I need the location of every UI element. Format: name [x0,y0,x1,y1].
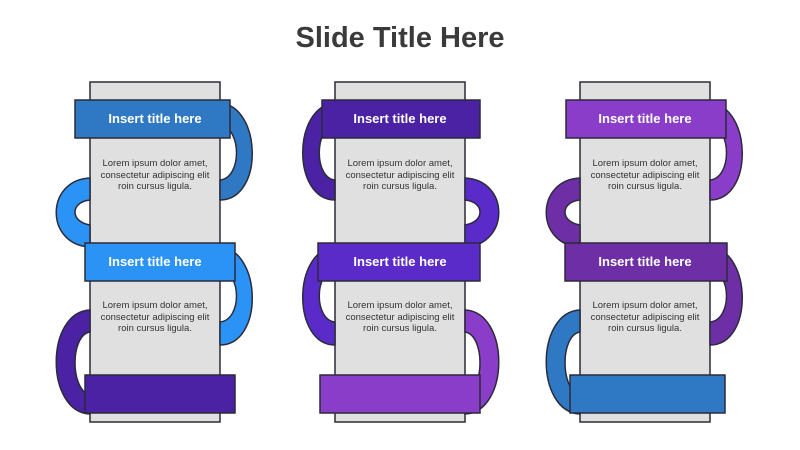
column-2-band-1 [321,99,481,139]
column-3-band-bottom [569,374,726,414]
column-2-step-1-title: Insert title here [353,111,447,126]
column-2-step-2-text: Lorem ipsum dolor amet, consectetur adip… [345,300,455,334]
column-1-band-2 [84,242,236,282]
column-1-band-1 [74,99,231,139]
column-3-step-1-title: Insert title here [598,111,692,126]
column-1-step-1-title: Insert title here [108,111,202,126]
column-3-graphic [545,81,743,423]
column-2-step-1-text: Lorem ipsum dolor amet, consectetur adip… [345,158,455,192]
column-3-step-2-text: Lorem ipsum dolor amet, consectetur adip… [590,300,700,334]
column-1-step-1-text: Lorem ipsum dolor amet, consectetur adip… [100,158,210,192]
column-3-band-2 [564,242,728,282]
column-1-step-2-title: Insert title here [108,254,202,269]
column-3-step-1-text: Lorem ipsum dolor amet, consectetur adip… [590,158,700,192]
column-2-loop-mid-back [464,177,500,248]
column-3-band-1 [565,99,727,139]
column-3-step-2-title: Insert title here [598,254,692,269]
column-2-loop-bottom-back [464,309,500,415]
column-1-graphic [55,81,253,423]
column-2-graphic [302,81,500,423]
column-3-loop-mid-back [545,177,581,248]
column-2-band-bottom [319,374,481,414]
column-1-step-2-text: Lorem ipsum dolor amet, consectetur adip… [100,300,210,334]
column-2-step-2-title: Insert title here [353,254,447,269]
slide-title: Slide Title Here [295,22,505,54]
column-1-loop-bottom-back [55,309,91,415]
column-3-loop-bottom-back [545,309,581,415]
column-2-band-2 [317,242,481,282]
column-1-loop-mid-back [55,177,91,248]
column-1-band-bottom [84,374,236,414]
